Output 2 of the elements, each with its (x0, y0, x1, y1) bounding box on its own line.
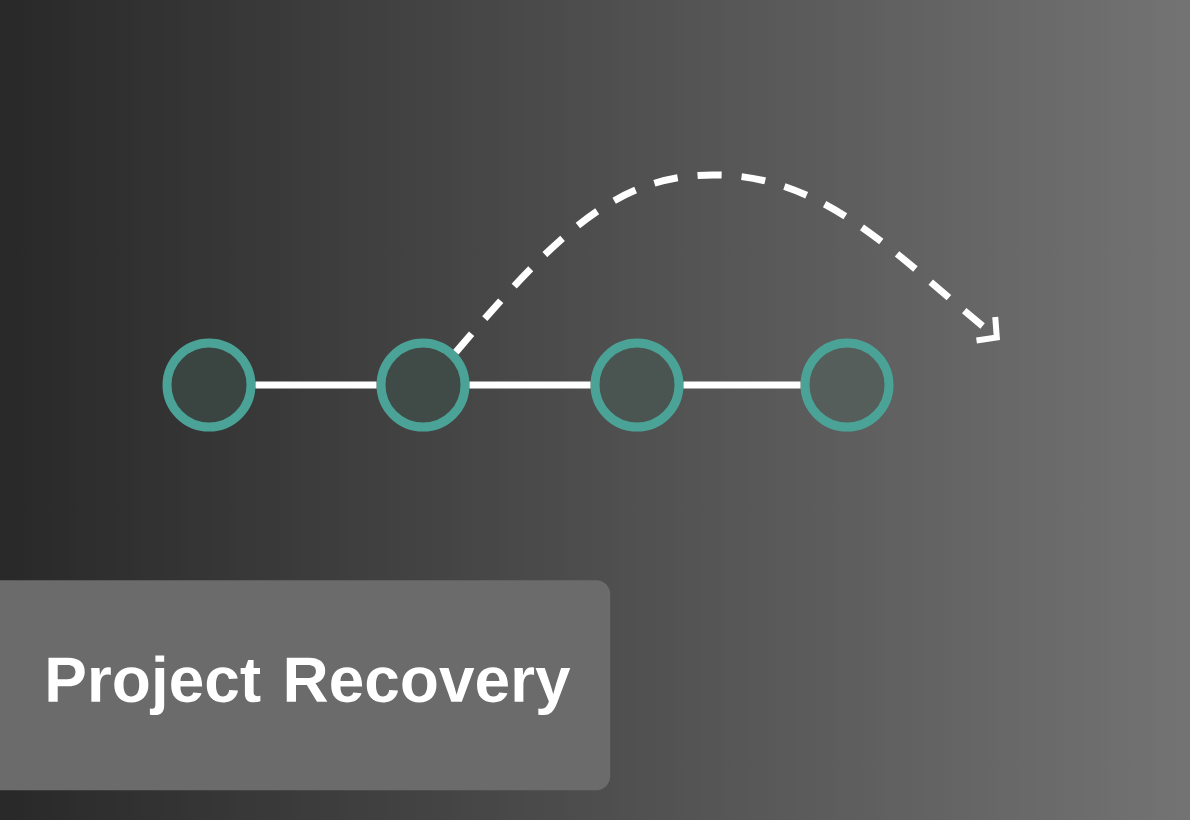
title-banner: Project Recovery (0, 580, 611, 791)
dashed-arrow (453, 171, 1000, 355)
